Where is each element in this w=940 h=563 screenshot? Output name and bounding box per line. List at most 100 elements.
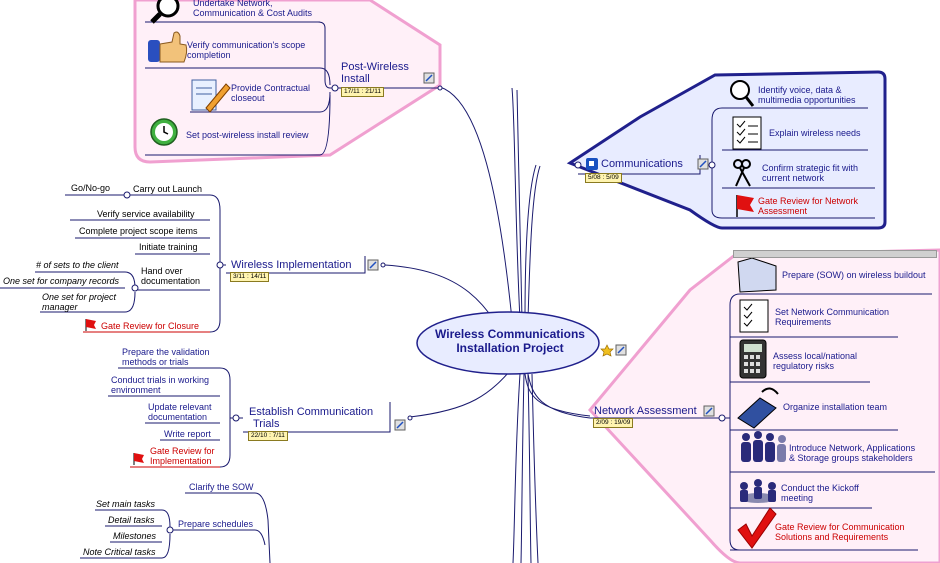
communications-icon bbox=[586, 158, 598, 170]
topic-line: Requirements bbox=[775, 317, 832, 327]
topic-line: Conduct trials in working bbox=[111, 375, 210, 385]
topic-line: regulatory risks bbox=[773, 361, 835, 371]
note-icon[interactable] bbox=[615, 344, 627, 356]
topic-gate-review-communication[interactable]: Gate Review for Communication Solutions … bbox=[775, 522, 905, 542]
topic-initiate-training[interactable]: Initiate training bbox=[139, 242, 198, 252]
topic-contractual-closeout[interactable]: Provide Contractual closeout bbox=[231, 83, 310, 103]
topic-line: current network bbox=[762, 173, 825, 183]
central-topic[interactable]: Wireless Communications Installation Pro… bbox=[420, 327, 600, 355]
topic-network-requirements[interactable]: Set Network Communication Requirements bbox=[775, 307, 889, 327]
topic-explain-needs[interactable]: Explain wireless needs bbox=[769, 128, 861, 138]
network-assessment-topic[interactable]: Network Assessment bbox=[594, 405, 697, 417]
topic-line: multimedia opportunities bbox=[758, 95, 856, 105]
topic-gate-review-implementation[interactable]: Gate Review for Implementation bbox=[150, 446, 215, 466]
topic-line: documentation bbox=[148, 412, 208, 422]
topic-set-company[interactable]: One set for company records bbox=[3, 276, 120, 286]
network-assessment-dates: 2/09 : 19/09 bbox=[593, 418, 634, 428]
topic-write-report[interactable]: Write report bbox=[164, 429, 211, 439]
star-icon bbox=[600, 344, 614, 357]
topic-line: Verify communication's scope bbox=[187, 40, 306, 50]
topic-milestones[interactable]: Milestones bbox=[113, 531, 157, 541]
topic-line: Assess local/national bbox=[773, 351, 858, 361]
magnifier-icon bbox=[150, 0, 180, 24]
topic-set-manager[interactable]: One set for project manager bbox=[42, 292, 116, 312]
topic-line: documentation bbox=[141, 276, 201, 286]
post-wireless-dates: 17/11 : 21/11 bbox=[341, 87, 384, 97]
topic-set-main-tasks[interactable]: Set main tasks bbox=[96, 499, 156, 509]
red-check-icon bbox=[737, 507, 777, 549]
red-flag-icon bbox=[736, 195, 754, 217]
note-icon[interactable] bbox=[367, 259, 379, 271]
topic-clarify-sow[interactable]: Clarify the SOW bbox=[189, 482, 254, 492]
topic-line: Set Network Communication bbox=[775, 307, 890, 317]
topic-conduct-trials[interactable]: Conduct trials in working environment bbox=[111, 375, 209, 395]
topic-line: manager bbox=[42, 302, 78, 312]
topic-line: Prepare the validation bbox=[122, 347, 210, 357]
central-topic-line2: Installation Project bbox=[456, 341, 564, 355]
topic-line: Gate Review for bbox=[150, 446, 215, 456]
topic-header-bar bbox=[733, 250, 937, 258]
topic-identify-opportunities[interactable]: Identify voice, data & multimedia opport… bbox=[758, 85, 856, 105]
wireless-implementation-topic[interactable]: Wireless Implementation bbox=[231, 259, 352, 271]
topic-line: Implementation bbox=[150, 456, 212, 466]
post-wireless-topic[interactable]: Post-Wireless Install bbox=[341, 61, 409, 85]
topic-verify-scope[interactable]: Verify communication's scope completion bbox=[187, 40, 305, 60]
establish-trials-dates: 22/10 : 7/11 bbox=[248, 431, 288, 441]
topic-prepare-schedules[interactable]: Prepare schedules bbox=[178, 519, 254, 529]
post-wireless-label-line2: Install bbox=[341, 73, 370, 85]
topic-line: Hand over bbox=[141, 266, 183, 276]
note-icon[interactable] bbox=[394, 419, 406, 431]
topic-line: Conduct the Kickoff bbox=[781, 483, 859, 493]
communications-dates: 5/08 : 5/09 bbox=[585, 173, 622, 183]
communications-topic[interactable]: Communications bbox=[601, 158, 683, 170]
topic-gate-review-closure[interactable]: Gate Review for Closure bbox=[101, 321, 200, 331]
topic-gate-review-network[interactable]: Gate Review for Network Assessment bbox=[758, 196, 858, 216]
topic-hand-over-docs[interactable]: Hand over documentation bbox=[141, 266, 200, 286]
topic-line: Confirm strategic fit with bbox=[762, 163, 859, 173]
central-topic-line1: Wireless Communications bbox=[435, 327, 585, 341]
red-flag-icon bbox=[85, 319, 96, 331]
meeting-icon bbox=[740, 479, 776, 503]
topic-line: Update relevant bbox=[148, 402, 212, 412]
red-flag-icon bbox=[133, 453, 144, 465]
topic-sets-to-client[interactable]: # of sets to the client bbox=[36, 260, 119, 270]
topic-complete-scope[interactable]: Complete project scope items bbox=[79, 226, 198, 236]
topic-line: Gate Review for Communication bbox=[775, 522, 905, 532]
post-wireless-region bbox=[133, 0, 442, 164]
topic-post-install-review[interactable]: Set post-wireless install review bbox=[186, 130, 309, 140]
topic-prepare-sow[interactable]: Prepare (SOW) on wireless buildout bbox=[782, 270, 926, 280]
establish-trials-topic[interactable]: Establish Communication Trials bbox=[249, 406, 373, 430]
topic-introduce-stakeholders[interactable]: Introduce Network, Applications & Storag… bbox=[789, 443, 915, 463]
center-node[interactable] bbox=[416, 311, 600, 375]
note-icon[interactable] bbox=[697, 158, 709, 170]
topic-line: completion bbox=[187, 50, 231, 60]
topic-update-docs[interactable]: Update relevant documentation bbox=[148, 402, 212, 422]
checklist-icon bbox=[739, 299, 769, 333]
topic-note-critical-tasks[interactable]: Note Critical tasks bbox=[83, 547, 156, 557]
topic-line: & Storage groups stakeholders bbox=[789, 453, 913, 463]
checklist-icon bbox=[732, 116, 762, 150]
topic-detail-tasks[interactable]: Detail tasks bbox=[108, 515, 155, 525]
topic-go-no-go[interactable]: Go/No-go bbox=[71, 183, 111, 193]
folder-icon bbox=[737, 257, 777, 293]
topic-kickoff-meeting[interactable]: Conduct the Kickoff meeting bbox=[781, 483, 859, 503]
scissors-icon bbox=[733, 159, 751, 187]
topic-organize-team[interactable]: Organize installation team bbox=[783, 402, 888, 412]
topic-prepare-validation[interactable]: Prepare the validation methods or trials bbox=[122, 347, 210, 367]
wireless-implementation-dates: 3/11 : 14/11 bbox=[230, 272, 270, 282]
topic-line: Introduce Network, Applications bbox=[789, 443, 916, 453]
note-icon[interactable] bbox=[423, 72, 435, 84]
topic-verify-service[interactable]: Verify service availability bbox=[97, 209, 195, 219]
topic-assess-risks[interactable]: Assess local/national regulatory risks bbox=[773, 351, 857, 371]
note-icon[interactable] bbox=[703, 405, 715, 417]
topic-network-audits[interactable]: Undertake Network, Communication & Cost … bbox=[193, 0, 312, 18]
topic-carry-out-launch[interactable]: Carry out Launch bbox=[133, 184, 203, 194]
topic-line: Provide Contractual bbox=[231, 83, 311, 93]
topic-line: Trials bbox=[253, 418, 280, 430]
topic-line: Communication & Cost Audits bbox=[193, 8, 313, 18]
topic-line: environment bbox=[111, 385, 161, 395]
topic-strategic-fit[interactable]: Confirm strategic fit with current netwo… bbox=[762, 163, 858, 183]
topic-line: Establish Communication bbox=[249, 406, 374, 418]
topic-line: methods or trials bbox=[122, 357, 189, 367]
